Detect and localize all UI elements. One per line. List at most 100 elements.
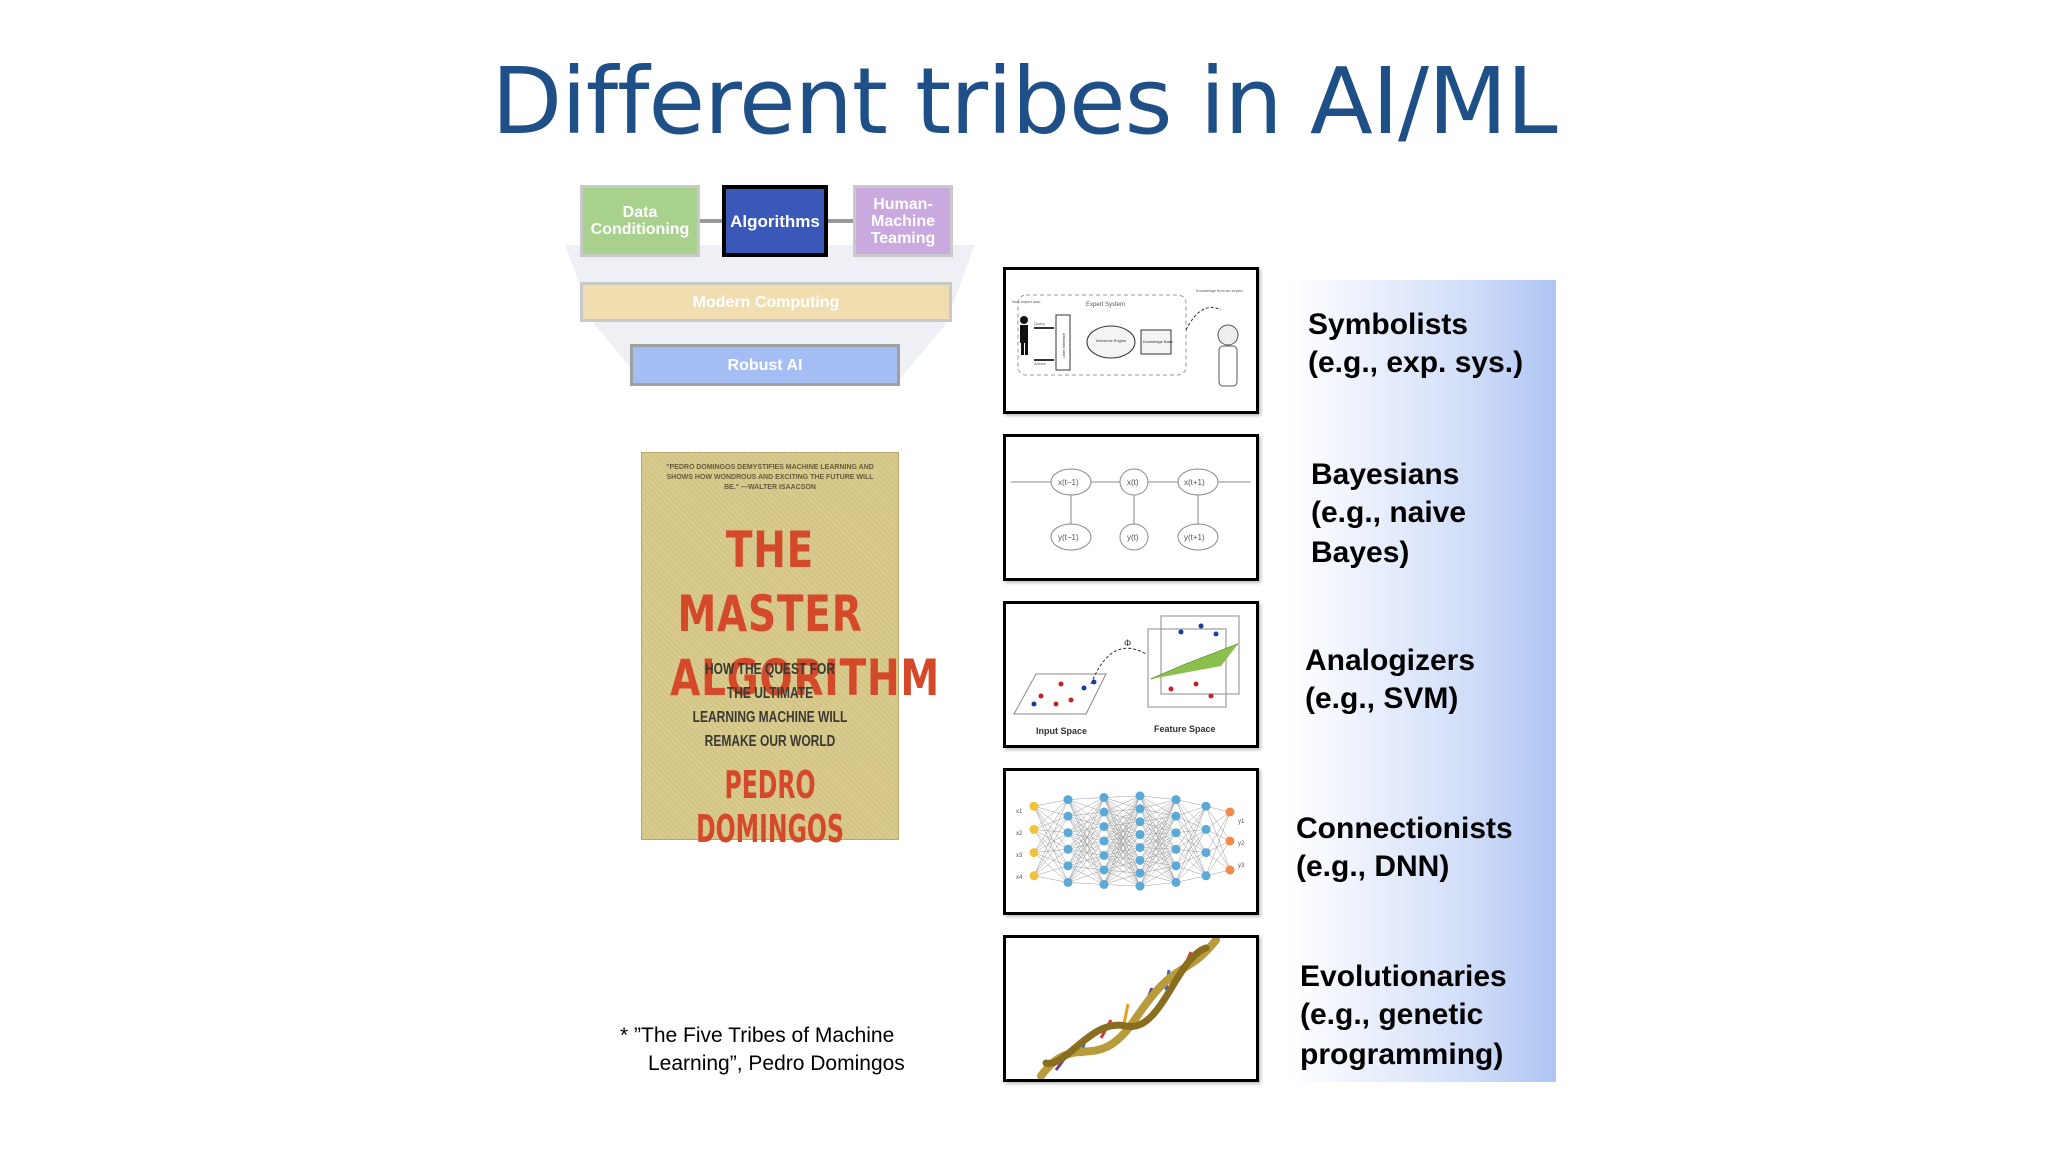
slide-title: Different tribes in AI/ML [491, 48, 1557, 155]
user-body-icon [1020, 325, 1028, 343]
nn-node [1225, 807, 1235, 817]
nn-node [1063, 811, 1073, 821]
nn-node [1171, 844, 1181, 854]
nn-node [1135, 791, 1145, 801]
book-subtitle-line: HOW THE QUEST FOR [704, 661, 835, 678]
book-quote: "PEDRO DOMINGOS DEMYSTIFIES MACHINE LEAR… [666, 464, 874, 491]
nn-node [1099, 822, 1109, 831]
nn-node [1099, 836, 1109, 846]
nn-node [1201, 871, 1211, 881]
nn-node [1135, 817, 1145, 827]
nn-input-label: x3 [1016, 853, 1023, 859]
tribe-example: (e.g., SVM) [1305, 682, 1459, 715]
tribe-example: (e.g., genetic [1300, 998, 1484, 1031]
nn-node [1135, 855, 1145, 865]
nn-node [1099, 793, 1109, 802]
svm-panel: Φ Input Space Feature Space [1003, 601, 1259, 748]
tribe-name: Symbolists [1308, 308, 1469, 341]
book-title: THE MASTER ALGORITHM [670, 518, 940, 710]
query-label: Query [1034, 321, 1045, 326]
nn-node [1201, 824, 1211, 834]
book-title-line2: ALGORITHM [670, 649, 940, 707]
nn-connections [1033, 795, 1231, 887]
nn-node [1135, 830, 1145, 840]
footnote: * ”The Five Tribes of Machine Learning”,… [620, 1022, 905, 1078]
nn-output-label: y3 [1238, 863, 1245, 869]
nn-node [1029, 824, 1039, 834]
tribe-name: Bayesians [1311, 458, 1460, 491]
robust-ai-box: Robust AI [630, 344, 900, 386]
nn-node [1135, 881, 1145, 891]
observation-node: y(t+1) [1184, 533, 1205, 542]
nn-node [1201, 848, 1211, 858]
book-title-line1: THE MASTER [677, 521, 863, 643]
hmm-observation-nodes: y(t−1) y(t) y(t+1) [1050, 523, 1219, 551]
tribe-example: (e.g., exp. sys.) [1308, 346, 1524, 379]
nn-input-label: x1 [1016, 809, 1023, 815]
nn-input-label: x2 [1016, 831, 1023, 837]
tribe-name: Analogizers [1305, 644, 1476, 677]
tribe-connectionists: Connectionists (e.g., DNN) [1296, 810, 1513, 886]
book-author: PEDRO DOMINGOS [696, 763, 844, 851]
book-subtitle: HOW THE QUEST FOR THE ULTIMATE LEARNING … [674, 658, 866, 754]
tribe-example: programming) [1300, 1038, 1504, 1071]
tribes-band [1288, 280, 1556, 1082]
nn-node [1099, 851, 1109, 860]
human-machine-teaming-box: Human-Machine Teaming [853, 185, 953, 257]
nn-output-label: y1 [1238, 819, 1245, 825]
book-subtitle-line: THE ULTIMATE [726, 685, 814, 702]
tribe-symbolists: Symbolists (e.g., exp. sys.) [1308, 306, 1523, 382]
footnote-line2: Learning”, Pedro Domingos [648, 1052, 905, 1075]
expert-system-frame [1017, 294, 1187, 376]
knowledge-from-expert-label: Knowledge from an expert [1196, 288, 1244, 293]
tribe-example: (e.g., DNN) [1296, 850, 1450, 883]
nn-node [1029, 848, 1039, 858]
tribe-example: Bayes) [1311, 536, 1410, 569]
nn-output-label: y2 [1238, 841, 1245, 847]
advice-label: Advice [1034, 361, 1047, 366]
neural-network-diagram: x1 x2 x3 x4 y1 y2 y3 [1016, 791, 1245, 891]
neural-network-panel: x1 x2 x3 x4 y1 y2 y3 [1003, 768, 1259, 915]
dna-helix-icon [1037, 938, 1220, 1079]
nn-node [1063, 844, 1073, 854]
nn-node [1063, 861, 1073, 871]
user-head-icon [1020, 316, 1028, 324]
footnote-line1: * ”The Five Tribes of Machine [620, 1024, 895, 1047]
nn-node [1225, 865, 1235, 875]
user-interface-label: User Interface [1061, 332, 1066, 358]
modern-computing-box: Modern Computing [580, 282, 952, 322]
tribe-bayesians: Bayesians (e.g., naive Bayes) [1311, 456, 1466, 572]
nn-node [1029, 801, 1039, 811]
state-node: x(t+1) [1184, 478, 1205, 487]
nn-node [1029, 871, 1039, 881]
nn-node [1099, 807, 1109, 817]
nn-node [1135, 804, 1145, 814]
expert-head-icon [1217, 324, 1239, 346]
expert-system-panel: Expert System Non-expert user Query Advi… [1003, 267, 1259, 414]
state-node: x(t) [1127, 478, 1139, 487]
book-subtitle-line: REMAKE OUR WORLD [704, 733, 836, 750]
connector-right [828, 219, 853, 223]
algorithms-box: Algorithms [722, 185, 828, 257]
phi-label: Φ [1124, 638, 1131, 648]
observation-node: y(t−1) [1058, 533, 1079, 542]
nn-node [1063, 877, 1073, 887]
nn-node [1171, 811, 1181, 821]
nn-node [1063, 795, 1073, 805]
input-space-label: Input Space [1036, 726, 1087, 736]
book-cover: "PEDRO DOMINGOS DEMYSTIFIES MACHINE LEAR… [641, 452, 940, 851]
hmm-state-nodes: x(t−1) x(t) x(t+1) [1050, 468, 1219, 496]
nn-node [1171, 795, 1181, 805]
expert-body-icon [1218, 345, 1238, 387]
dna-panel [1003, 935, 1259, 1082]
non-expert-user-label: Non-expert user [1012, 299, 1041, 304]
observation-node: y(t) [1127, 533, 1139, 542]
nn-node [1135, 868, 1145, 878]
inference-engine-label: Inference Engine [1096, 338, 1127, 343]
nn-node [1063, 828, 1073, 838]
nn-node [1135, 842, 1145, 852]
tribe-name: Evolutionaries [1300, 960, 1507, 993]
nn-node [1171, 877, 1181, 887]
tribe-name: Connectionists [1296, 812, 1513, 845]
tribe-analogizers: Analogizers (e.g., SVM) [1305, 642, 1475, 718]
